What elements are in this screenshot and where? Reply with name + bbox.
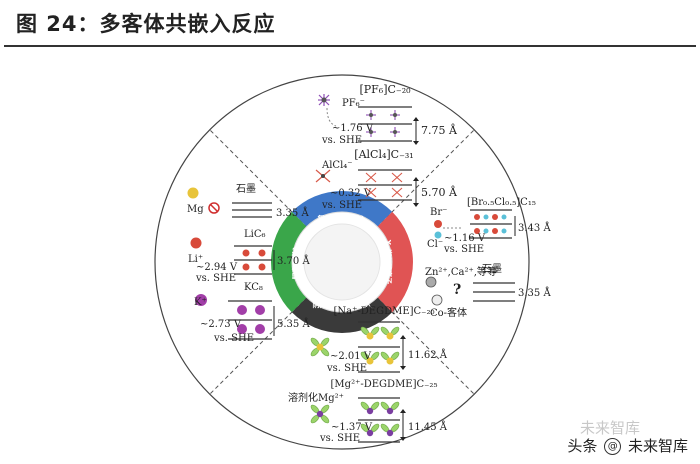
- graphite-spacing-left: 3.35 Å: [276, 207, 309, 219]
- ring-segment-right: [377, 211, 413, 313]
- zn-ca-label: Zn²⁺,Ca²⁺,等等: [425, 265, 497, 278]
- mg-degdme-formula: [Mg²⁺-DEGDME]C₋₂₅: [331, 379, 438, 390]
- brcl-layers: [470, 209, 512, 239]
- alcl4-molecule-single: [315, 169, 331, 183]
- ring-segment-left: [271, 211, 307, 313]
- na-degdme-voltage: ~2.01 V: [330, 351, 372, 362]
- graphite-layers-right: [473, 282, 515, 302]
- watermark-brand: 未来智库: [627, 437, 688, 455]
- brcl-formula: [Br₀.₅Cl₀.₅]C₁₅: [467, 197, 536, 208]
- title-divider: [4, 45, 696, 47]
- quadrant-right: Br⁻ Cl⁻ [Br₀.₅Cl₀.₅]C₁₅ 3.43 Å ~1.16 V v…: [425, 197, 551, 319]
- mg-degdme-single: [310, 404, 330, 424]
- na-degdme-intercalated: [358, 321, 400, 373]
- mg-degdme-voltage: ~1.37 V: [331, 422, 373, 433]
- alcl4-ion-label: AlCl₄⁻: [321, 160, 353, 171]
- brcl-ref: vs. SHE: [443, 244, 484, 255]
- co-guest-ion: [431, 294, 443, 306]
- watermark-faint: 未来智库: [579, 419, 640, 437]
- ring-label-left: 阳离子嵌入: [291, 245, 300, 280]
- brcl-voltage: ~1.16 V: [444, 233, 486, 244]
- brcl-spacing: 3.43 Å: [518, 222, 551, 234]
- co-guest-label: Co-客体: [430, 306, 467, 319]
- br-ion: [434, 220, 442, 228]
- li-label: Li⁺: [188, 254, 203, 265]
- kc8-voltage: ~2.73 V: [200, 319, 242, 330]
- figure-header: 图 24：多客体共嵌入反应: [0, 0, 700, 47]
- cl-label: Cl⁻: [427, 239, 443, 250]
- alcl4-ref: vs. SHE: [321, 200, 362, 211]
- pf6-spacing-arrow: [413, 117, 419, 145]
- pf6-spacing: 7.75 Å: [421, 123, 458, 137]
- watermark-prefix: 头条: [567, 437, 598, 455]
- k-label: K⁺: [194, 297, 207, 308]
- pf6-molecules-intercalated: [358, 106, 412, 142]
- alcl4-spacing: 5.70 Å: [421, 185, 458, 199]
- quadrant-left: 石墨 Mg 3.35 Å LiC₆ Li⁺ 3.70 Å ~2.94 V vs.…: [187, 183, 310, 344]
- ring-label-top: 复合阴离子嵌入: [317, 214, 367, 223]
- alcl4-molecules-intercalated: [358, 169, 412, 201]
- alcl4-spacing-arrow: [413, 177, 419, 207]
- alcl4-voltage: ~0.32 V: [330, 188, 372, 199]
- lic6-spacing: 3.70 Å: [277, 255, 310, 267]
- solvated-mg-label: 溶剂化Mg²⁺: [288, 391, 344, 404]
- ring-label-bottom: 阴离子-溶剂共嵌入: [313, 300, 372, 309]
- graphite-spacing-right: 3.35 Å: [518, 287, 551, 299]
- pf6-formula: [PF₆]C₋₂₀: [359, 83, 411, 96]
- mg-ion: [187, 187, 199, 199]
- mg-label: Mg: [187, 204, 204, 215]
- na-degdme-single: [310, 337, 330, 357]
- lic6-ref: vs. SHE: [195, 273, 236, 284]
- prohibited-icon: [208, 202, 220, 214]
- lic6-formula: LiC₆: [244, 229, 266, 240]
- na-degdme-ref: vs. SHE: [326, 363, 367, 374]
- zn-ion: [425, 276, 437, 288]
- graphite-label-left: 石墨: [236, 183, 256, 195]
- li-ion: [190, 237, 202, 249]
- kc8-formula: KC₈: [244, 282, 263, 293]
- at-icon: @: [604, 438, 622, 455]
- kc8-layers: [228, 300, 272, 340]
- graphite-label-right: 石墨: [482, 263, 502, 275]
- ring-segment-bottom: [291, 297, 393, 333]
- na-degdme-formula: [Na⁺-DEGDME]C₋₂₀: [334, 306, 435, 317]
- pf6-ion-label: PF₆⁻: [342, 98, 365, 109]
- mg-degdme-intercalated: [358, 397, 400, 443]
- quadrant-bottom: [Na⁺-DEGDME]C₋₂₀ 11.62 Å: [288, 306, 448, 444]
- lic6-layers: [234, 245, 272, 275]
- cl-ion: [434, 231, 442, 239]
- mg-degdme-spacing: 11.45 Å: [408, 421, 448, 433]
- kc8-ref: vs. SHE: [213, 333, 254, 344]
- pf6-voltage: ~1.76 V: [332, 123, 374, 134]
- watermark: 头条 @ 未来智库: [567, 435, 688, 456]
- unknown-question: ?: [453, 282, 461, 298]
- pf6-molecule-single: [318, 94, 330, 106]
- ring-label-right: Y- 嵌入阳离子: [384, 239, 393, 284]
- graphite-layers-left: [232, 202, 272, 218]
- na-degdme-spacing: 11.62 Å: [408, 349, 448, 361]
- kc8-spacing: 5.35 Å: [277, 318, 310, 330]
- k-ion: [195, 294, 207, 306]
- quadrant-top: [PF₆]C₋₂₀ PF₆⁻ 7.75 Å: [315, 83, 458, 211]
- center-ring: 复合阴离子嵌入 Y- 嵌入阳离子 阴离子-溶剂共嵌入 阳离子嵌入: [271, 191, 413, 333]
- alcl4-formula: [AlCl₄]C₋₃₁: [354, 148, 413, 161]
- mg-degdme-ref: vs. SHE: [319, 433, 360, 444]
- pf6-ref: vs. SHE: [321, 135, 362, 146]
- figure-title: 图 24：多客体共嵌入反应: [16, 12, 276, 36]
- lic6-voltage: ~2.94 V: [196, 262, 238, 273]
- br-label: Br⁻: [430, 207, 447, 218]
